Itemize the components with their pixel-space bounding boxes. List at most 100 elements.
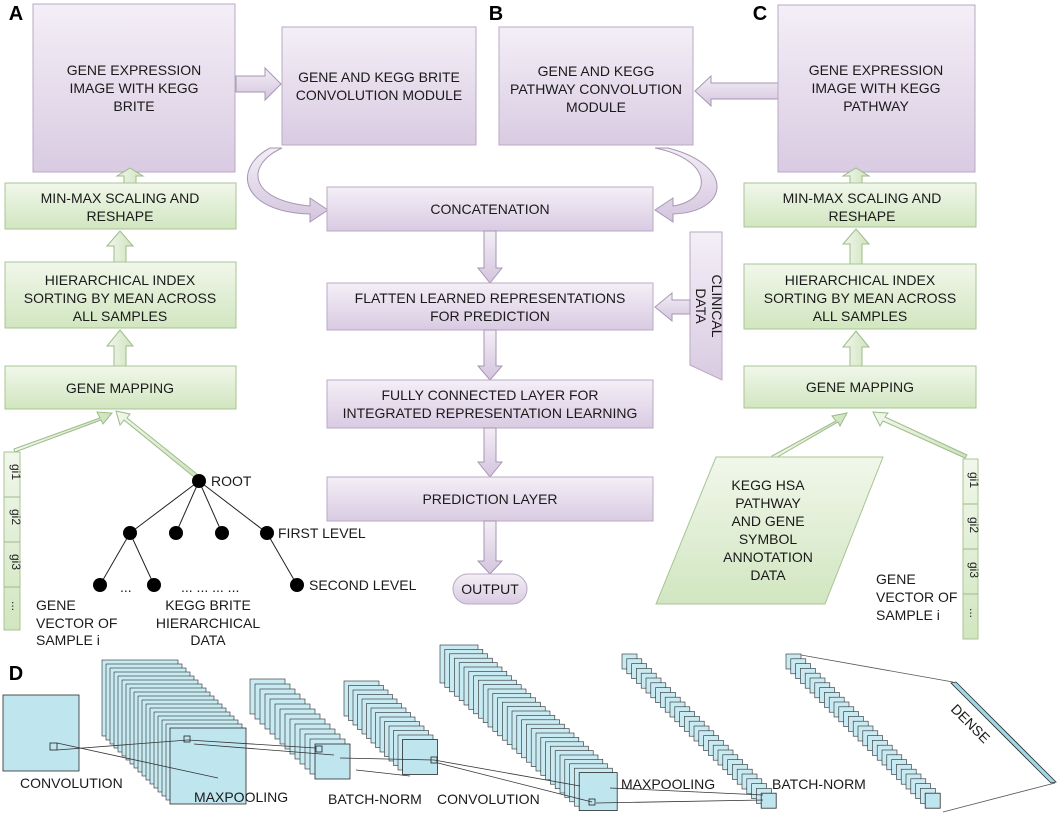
- pathway-module-line2: PATHWAY CONVOLUTION: [510, 81, 682, 97]
- arrow-flatten-to-fc: [476, 329, 504, 381]
- hier-c-line1: HIERARCHICAL INDEX: [785, 272, 936, 288]
- output-label: OUTPUT: [461, 581, 519, 597]
- pool-stack-2: [621, 653, 777, 809]
- arrow-prediction-to-output: [476, 520, 504, 575]
- kernel-window: [183, 735, 191, 743]
- gene-vector-a-line2: VECTOR OF: [36, 615, 117, 631]
- feature-map-layer: [760, 792, 777, 809]
- feature-map-layer: [314, 743, 351, 780]
- vector-c-cell-1: gi1: [967, 472, 981, 488]
- clinical-data-box: [689, 231, 723, 381]
- input-feature-map: [2, 694, 80, 772]
- batchnorm-stack-2: [785, 653, 941, 809]
- gene-vector-c-line2: VECTOR OF: [876, 589, 957, 605]
- pathway-expression-image-line1: GENE EXPRESSION: [809, 62, 944, 78]
- gene-vector-a-line3: SAMPLE i: [36, 632, 100, 648]
- convolution-1-label: CONVOLUTION: [20, 775, 123, 791]
- kernel-window: [315, 745, 323, 753]
- annotation-line1: KEGG HSA: [731, 477, 805, 493]
- panel-c: GENE EXPRESSION IMAGE WITH KEGG PATHWAY …: [655, 4, 981, 640]
- arrow-image-to-brite-module: [235, 66, 282, 102]
- arrow-clinical-to-flatten: [654, 291, 691, 323]
- minmax-c-line1: MIN-MAX SCALING AND: [783, 190, 942, 206]
- tree-dots-left: ...: [120, 579, 132, 595]
- gene-mapping-c: GENE MAPPING: [806, 379, 914, 395]
- flatten-line2: FOR PREDICTION: [430, 308, 550, 324]
- pathway-expression-image-line3: PATHWAY: [843, 98, 909, 114]
- maxpooling-1-label: MAXPOOLING: [194, 789, 288, 805]
- gene-mapping-a: GENE MAPPING: [66, 380, 174, 396]
- arrow-hier-to-minmax-c: [841, 228, 871, 265]
- gene-vector-c-line1: GENE: [876, 571, 916, 587]
- tree-dots-right: ... ... ... ...: [181, 579, 239, 595]
- conv-stack-2: [439, 644, 618, 811]
- annotation-data-box: [655, 456, 884, 605]
- fc-line2: INTEGRATED REPRESENTATION LEARNING: [343, 405, 638, 421]
- conv-stack-1: [101, 659, 247, 805]
- second-level-node: [290, 578, 304, 592]
- panel-label-c: C: [753, 3, 767, 25]
- clinical-line2: DATA: [693, 288, 709, 324]
- second-level-node: [147, 578, 161, 592]
- brite-module-line1: GENE AND KEGG BRITE: [298, 69, 460, 85]
- pool-stack-1: [249, 678, 351, 780]
- annotation-line4: SYMBOL: [739, 531, 798, 547]
- minmax-a-line2: RESHAPE: [87, 208, 154, 224]
- root-label: ROOT: [211, 473, 252, 489]
- hier-a-line2: SORTING BY MEAN ACROSS: [24, 290, 216, 306]
- hier-a-line1: HIERARCHICAL INDEX: [45, 272, 196, 288]
- kegg-brite-tree: ROOT FIRST LEVEL SECOND LEVEL ... ... ..…: [93, 473, 417, 648]
- fc-line1: FULLY CONNECTED LAYER FOR: [381, 387, 598, 403]
- pathway-module-line1: GENE AND KEGG: [538, 63, 655, 79]
- arrow-fc-to-prediction: [476, 427, 504, 478]
- pathway-module-box: [498, 26, 694, 146]
- pathway-module-line3: MODULE: [566, 99, 626, 115]
- panel-label-a: A: [9, 3, 23, 25]
- first-level-node: [215, 526, 229, 540]
- arrow-mapping-to-hier-c: [841, 330, 871, 367]
- vector-a-cell-4: ...: [9, 601, 23, 611]
- annotation-line3: AND GENE: [731, 513, 804, 529]
- vector-c-cell-4: ...: [967, 608, 981, 618]
- arrow-concat-to-flatten: [476, 230, 504, 284]
- tree-caption-line2: HIERARCHICAL: [156, 615, 260, 631]
- batchnorm-1-label: BATCH-NORM: [328, 791, 422, 807]
- vector-a-cell-1: gi1: [9, 464, 23, 480]
- kernel-window: [588, 798, 596, 806]
- batchnorm-2-label: BATCH-NORM: [772, 776, 866, 792]
- flatten-line1: FLATTEN LEARNED REPRESENTATIONS: [355, 290, 626, 306]
- brite-expression-image-line2: IMAGE WITH KEGG: [69, 80, 198, 96]
- annotation-line2: PATHWAY: [735, 495, 801, 511]
- feature-map-layer: [924, 792, 941, 809]
- hier-a-line3: ALL SAMPLES: [73, 308, 167, 324]
- concatenation-box: [326, 186, 654, 232]
- dense-label: DENSE: [948, 701, 993, 746]
- arrow-image-to-pathway-module: [694, 74, 779, 108]
- arrow-annotation-to-mapping: [771, 412, 848, 460]
- panel-label-b: B: [489, 3, 503, 25]
- second-level-node: [93, 578, 107, 592]
- minmax-c-line2: RESHAPE: [829, 208, 896, 224]
- convolution-2-label: CONVOLUTION: [437, 791, 540, 807]
- annotation-line5: ANNOTATION: [723, 549, 813, 565]
- first-level-node: [260, 526, 274, 540]
- hier-index-box-c: [743, 263, 977, 330]
- pathway-expression-image-box: [777, 4, 976, 173]
- brite-module-box: [281, 26, 477, 146]
- root-node: [192, 474, 206, 488]
- brite-expression-image-line1: GENE EXPRESSION: [67, 62, 202, 78]
- maxpooling-2-label: MAXPOOLING: [621, 776, 715, 792]
- concatenation-label: CONCATENATION: [430, 201, 549, 217]
- minmax-box-a: [4, 182, 237, 230]
- arrow-vector-to-mapping-a: [13, 411, 114, 453]
- gene-vector-c-line3: SAMPLE i: [876, 607, 940, 623]
- second-level-label: SECOND LEVEL: [309, 577, 417, 593]
- hier-index-box-a: [4, 261, 237, 329]
- vector-a-cell-3: gi3: [9, 554, 23, 570]
- arrow-minmax-to-image-c: [841, 167, 871, 184]
- pathway-expression-image-line2: IMAGE WITH KEGG: [811, 80, 940, 96]
- brite-module-line2: CONVOLUTION MODULE: [296, 87, 462, 103]
- brite-expression-image-box: [32, 3, 236, 173]
